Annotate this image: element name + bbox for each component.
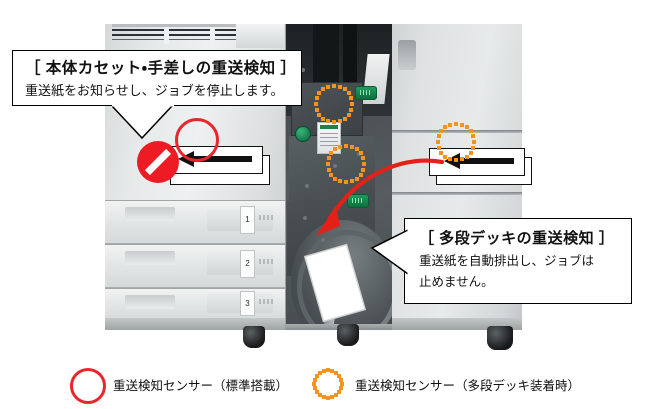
printer-top-strip (112, 24, 280, 27)
callout-main-cassette-body: 重送紙をお知らせし、ジョブを停止します。 (25, 83, 284, 98)
drawer-indicator-dots (259, 259, 273, 264)
interior-slot-secondary (343, 24, 357, 82)
legend-marker-deck-sensor (312, 368, 344, 400)
standard-sensor-marker-red-circle (175, 118, 219, 162)
drawer-number-2: 2 (240, 250, 255, 278)
callout-multi-deck-body-line-1: 重送紙を自動排出し、ジョブは (419, 254, 595, 268)
caster-right (487, 326, 513, 350)
printer-illustration: 1 2 3 (0, 0, 652, 360)
deck-seam-upper (392, 130, 522, 133)
green-knob (295, 126, 311, 142)
interior-label-card (317, 122, 341, 154)
legend-label-deck-sensor: 重送検知センサー（多段デッキ装着時） (355, 379, 581, 393)
drawer-number-3: 3 (240, 291, 255, 316)
drawer-number-1: 1 (240, 206, 255, 234)
caster-center (337, 324, 359, 346)
deck-seam-lower (392, 192, 522, 195)
drawer-grip (125, 207, 175, 221)
callout-multi-deck-tail (370, 228, 410, 276)
deck-sensor-marker-dotted-circle-1 (314, 84, 354, 124)
printer-left-base (105, 318, 285, 330)
deck-sensor-marker-dotted-circle-2 (326, 144, 366, 184)
paper-eject-red-arrow (316, 158, 445, 236)
cassette-drawer-2[interactable]: 2 (105, 244, 285, 288)
callout-main-cassette-title: ［ 本体カセット・手差しの重送検知 ］ (25, 60, 297, 77)
callout-multi-deck: ［ 多段デッキの重送検知 ］ 重送紙を自動排出し、ジョブは 止めません。 (404, 218, 632, 304)
deck-sensor-marker-dotted-circle-3 (436, 122, 476, 162)
drawer-indicator-dots (259, 299, 273, 304)
drawer-grip (125, 295, 175, 309)
caster-left (243, 326, 265, 348)
cassette-drawer-1[interactable]: 1 (105, 200, 285, 244)
prohibition-sign-icon (137, 141, 179, 183)
legend-label-standard-sensor: 重送検知センサー（標準搭載） (113, 379, 289, 393)
green-lever-lower (347, 194, 369, 208)
legend: 重送検知センサー（標準搭載） 重送検知センサー（多段デッキ装着時） (0, 358, 652, 409)
cassette-drawer-3[interactable]: 3 (105, 288, 285, 322)
feed-direction-arrow-left (178, 151, 252, 167)
deck-handle[interactable] (398, 40, 416, 70)
green-lever-upper (355, 86, 377, 100)
drawer-indicator-dots (259, 215, 273, 220)
callout-multi-deck-body-line-2: 止めません。 (419, 275, 494, 289)
callout-multi-deck-title: ［ 多段デッキの重送検知 ］ (419, 230, 615, 247)
legend-marker-standard-sensor (70, 368, 106, 404)
drawer-grip (125, 251, 175, 265)
printer-top-cap (236, 24, 284, 48)
callout-main-cassette-tail (112, 104, 174, 140)
callout-main-cassette: ［ 本体カセット・手差しの重送検知 ］ 重送紙をお知らせし、ジョブを停止します。 (12, 50, 302, 106)
feed-direction-arrow-right (444, 153, 514, 169)
